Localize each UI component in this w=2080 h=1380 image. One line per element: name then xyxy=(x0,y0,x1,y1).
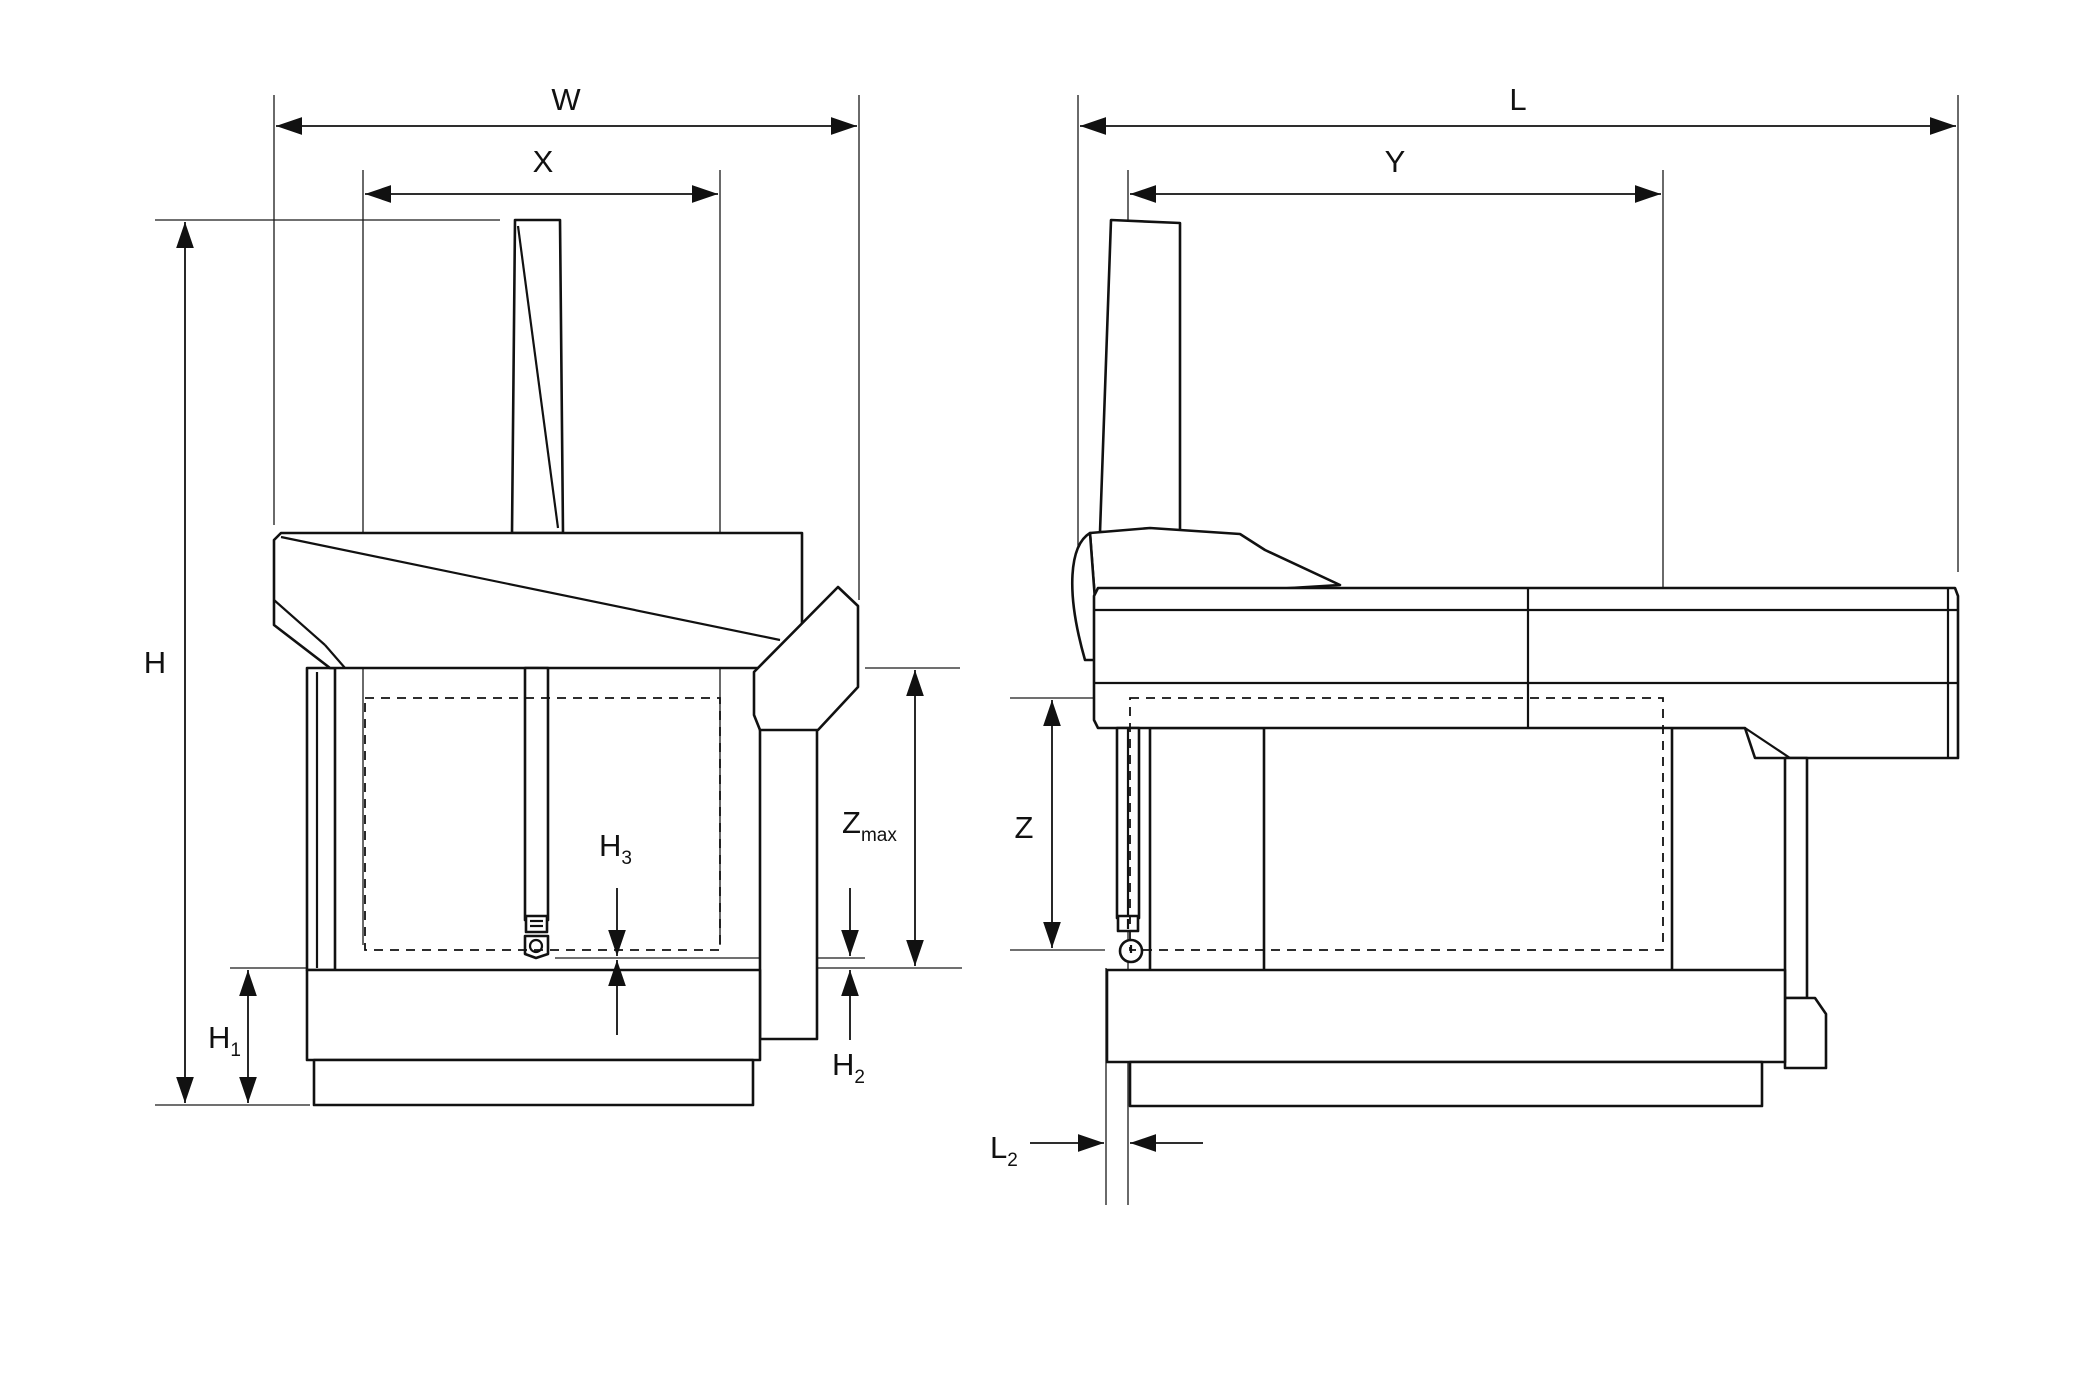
side-bridge-column xyxy=(1098,218,1182,534)
label-h3: H3 xyxy=(599,828,632,869)
front-view: W X H Zmax H3 H1 H2 xyxy=(144,82,962,1107)
measuring-volume-front xyxy=(364,697,721,951)
side-view: L Y Z L2 xyxy=(990,82,1960,1205)
label-z: Z xyxy=(1015,810,1034,845)
right-cover xyxy=(752,585,860,732)
label-x: X xyxy=(533,144,554,179)
label-h2: H2 xyxy=(832,1047,865,1088)
side-rear-cover xyxy=(1783,996,1828,1070)
side-carriage-front xyxy=(1070,531,1097,662)
crossbeam-bevel xyxy=(280,535,781,642)
crossbeam-inner-edge-2 xyxy=(324,644,346,669)
measuring-volume-side xyxy=(1129,697,1664,951)
right-pillar xyxy=(758,710,819,1041)
label-l2: L2 xyxy=(990,1130,1018,1171)
side-rear-post xyxy=(1783,756,1809,1000)
table-support-front xyxy=(312,1058,755,1107)
side-beam xyxy=(1092,586,1960,760)
label-l: L xyxy=(1509,82,1526,117)
label-zmax: Zmax xyxy=(842,805,897,846)
label-y: Y xyxy=(1385,144,1406,179)
table-support-side xyxy=(1128,1060,1764,1108)
probe-head xyxy=(524,914,549,934)
crossbeam-inner-edge xyxy=(273,599,326,646)
crossbeam xyxy=(272,531,804,670)
left-leg xyxy=(305,666,337,972)
quill xyxy=(523,666,550,922)
label-h: H xyxy=(144,645,166,680)
side-beam-step xyxy=(1744,727,1791,759)
label-w: W xyxy=(551,82,581,117)
granite-table-front xyxy=(305,968,762,1062)
label-h1: H1 xyxy=(208,1020,241,1061)
bridge-column-edge xyxy=(516,225,560,529)
probe-sphere xyxy=(528,938,544,954)
granite-table-side xyxy=(1105,968,1787,1064)
